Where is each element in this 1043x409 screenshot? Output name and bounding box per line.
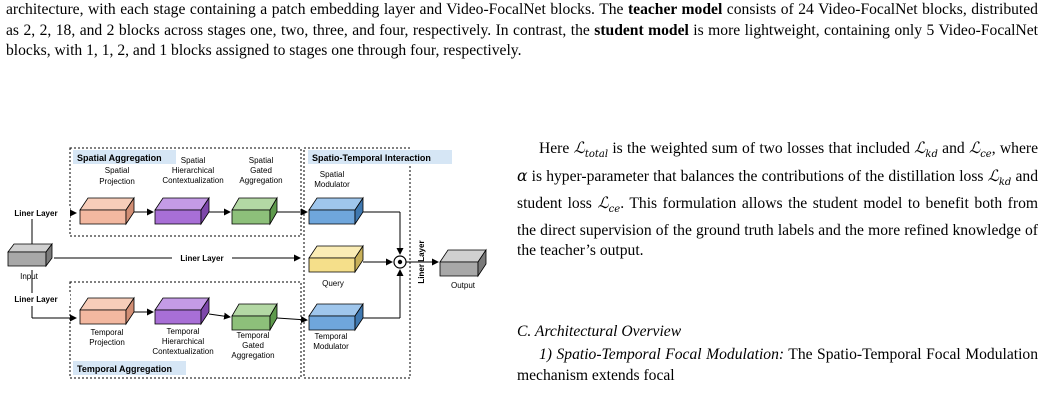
loss-text-3: and xyxy=(937,140,969,157)
loss-text-2: is the weighted sum of two losses that i… xyxy=(608,140,915,157)
temporal-aggregation-box xyxy=(69,281,302,379)
intro-paragraph: architecture, with each stage containing… xyxy=(6,0,1038,62)
l-ce-symbol-2: ℒce xyxy=(597,194,621,216)
architecture-figure: Spatial Aggregation Temporal Aggregation… xyxy=(0,140,500,404)
section-heading: C. Architectural Overview xyxy=(517,323,682,340)
l-ce-symbol: ℒce xyxy=(968,139,992,161)
alpha-symbol: α xyxy=(517,166,528,185)
loss-text-6: and student loss xyxy=(517,167,1039,213)
query-block xyxy=(308,244,364,274)
temporal-label-bg xyxy=(73,361,186,375)
spatial-label-bg xyxy=(73,150,176,164)
loss-text-5: is hyper-parameter that balances the con… xyxy=(527,167,988,185)
liner-layer-middle: Liner Layer xyxy=(180,254,223,263)
liner-layer-vertical: Liner Layer xyxy=(417,240,426,283)
spatial-projection-block xyxy=(79,196,135,226)
l-total-symbol: ℒtotal xyxy=(573,139,609,161)
intro-text-3: is more lightweight, containing only 5 V… xyxy=(6,21,1039,60)
temporal-gated-block xyxy=(231,302,278,332)
subsection-paragraph: 1) Spatio-Temporal Focal Modulation: The… xyxy=(517,345,1038,386)
teacher-model-bold: teacher model xyxy=(627,1,723,18)
spatial-aggregation-label: Spatial Aggregation xyxy=(77,153,162,163)
input-block xyxy=(7,242,53,268)
spatial-aggregation-box xyxy=(69,147,302,237)
output-label: Output xyxy=(451,281,476,290)
spatial-hierarchical-block xyxy=(154,196,210,226)
student-model-bold: student model xyxy=(594,21,689,39)
l-kd-symbol: ℒkd xyxy=(914,139,938,161)
loss-paragraph: Here ℒtotal is the weighted sum of two l… xyxy=(517,138,1038,262)
subsection-text: The Spatio-Temporal Focal Modulation mec… xyxy=(517,346,1039,384)
subsection-title: 1) Spatio-Temporal Focal Modulation: xyxy=(539,346,785,363)
loss-text-1: Here xyxy=(539,140,574,157)
loss-text-4: , where xyxy=(991,140,1038,157)
temporal-aggregation-label: Temporal Aggregation xyxy=(77,364,172,374)
temporal-modulator-block xyxy=(308,302,364,332)
temporal-hierarchical-block xyxy=(154,296,210,326)
intro-text-1: architecture, with each stage containing… xyxy=(6,1,628,18)
spatial-modulator-block xyxy=(308,196,364,226)
spatial-gated-block xyxy=(231,196,278,226)
l-kd-symbol-2: ℒkd xyxy=(987,166,1012,188)
architecture-diagram: Spatial Aggregation Temporal Aggregation… xyxy=(2,147,487,379)
output-block xyxy=(439,248,487,278)
liner-layer-bottom: Liner Layer xyxy=(14,295,57,304)
query-label: Query xyxy=(322,279,344,288)
interaction-label-bg xyxy=(308,150,452,164)
liner-layer-top: Liner Layer xyxy=(14,209,57,218)
intro-text-2: consists of 24 Video-FocalNet blocks, di… xyxy=(6,1,1038,39)
temporal-projection-block xyxy=(79,296,135,326)
loss-text-7: . This formulation allows the student mo… xyxy=(517,195,1038,260)
input-label: Input xyxy=(20,272,39,281)
interaction-box xyxy=(303,147,411,379)
interaction-label: Spatio-Temporal Interaction xyxy=(312,153,431,163)
